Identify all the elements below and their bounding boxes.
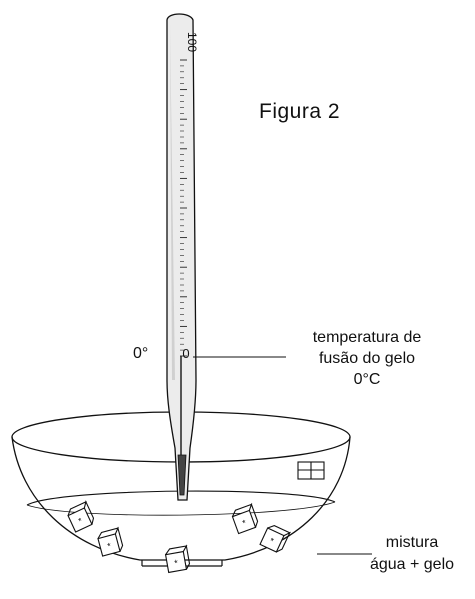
water-surface-front [26,501,336,516]
svg-text:*: * [268,536,276,547]
svg-text:*: * [106,541,112,552]
ice-cube: * [259,525,291,553]
scale-zero-mark: 0 [182,346,189,361]
ice-cube-floating [297,461,325,480]
fusion-annotation-line-1: temperatura de [312,329,422,346]
thermometer-glass-shade [170,24,175,380]
ice-cube: * [97,526,124,557]
ice-cube: * [67,500,95,533]
fusion-annotation-line-3: 0°C [353,371,381,388]
zero-degree-label: 0° [133,345,149,362]
svg-text:*: * [241,517,248,528]
fusion-annotation: temperatura de fusão do gelo 0°C [292,327,442,390]
thermometer-bulb [177,454,187,496]
scale-top-label: 100 [185,32,199,52]
thermometer-scale [180,59,187,357]
mixture-annotation: mistura água + gelo [352,532,472,576]
svg-text:*: * [174,558,180,569]
ice-cubes: * * * * * [67,461,325,574]
mixture-annotation-line-2: água + gelo [369,556,455,573]
mixture-annotation-line-1: mistura [385,534,439,551]
figure-title: Figura 2 [259,100,341,123]
ice-cube: * [164,544,191,574]
svg-text:*: * [77,515,85,526]
fusion-annotation-line-2: fusão do gelo [318,350,416,367]
thermometer: 100 0 [166,13,199,501]
ice-cube: * [231,502,259,535]
